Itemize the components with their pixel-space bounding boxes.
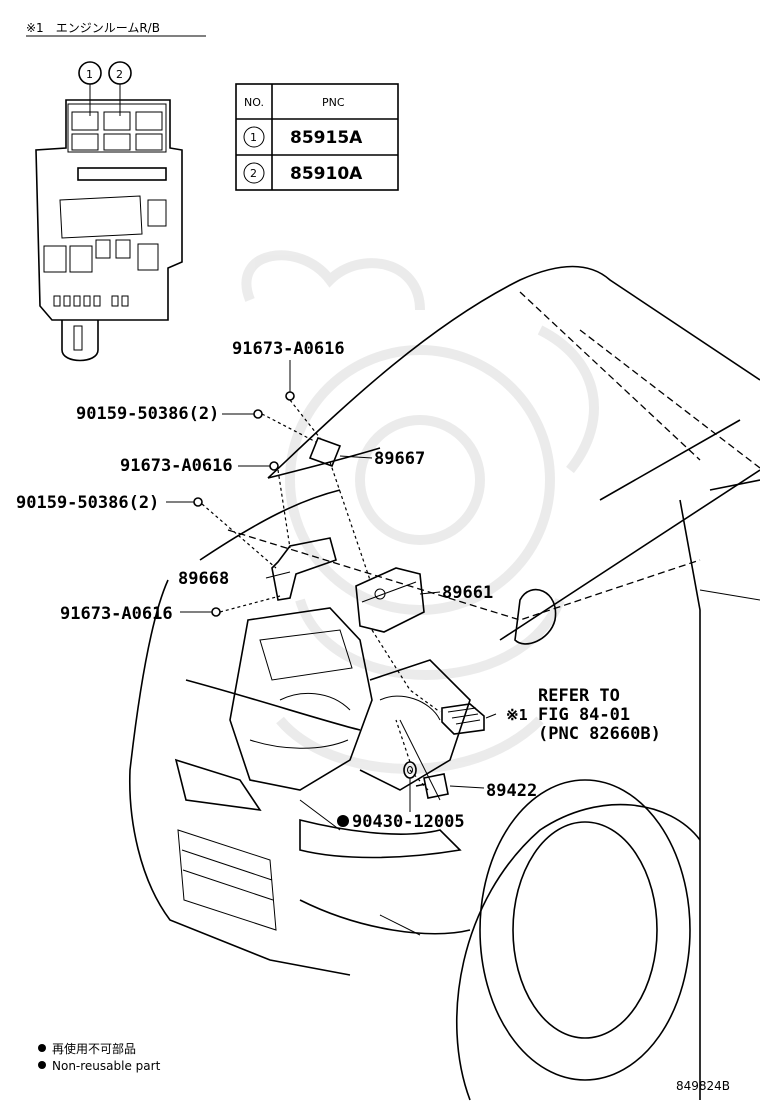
refer-mark: ※1 [506,706,528,724]
table-row-2-pnc: 85910A [290,164,363,184]
label-91673-mid: 91673-A0616 [120,456,233,476]
table-header-no: NO. [244,96,264,109]
label-89668: 89668 [178,569,229,589]
label-90159-upper: 90159-50386(2) [76,404,219,424]
table-row-2-no: 2 [250,167,257,180]
label-89667: 89667 [374,449,425,469]
bracket-89667-shape [308,436,342,468]
header-title: ※1 エンジンルームR/B [26,21,160,35]
label-89422: 89422 [486,781,537,801]
non-reusable-dot [337,815,349,827]
table-header-pnc: PNC [322,96,345,109]
refer-line-1: REFER TO [538,686,620,706]
table-row-1-pnc: 85915A [290,128,363,148]
vehicle-illustration [128,265,760,1101]
legend-dot-1 [38,1044,46,1052]
ecu-89661-shape [355,567,425,633]
refer-line-3: (PNC 82660B) [538,724,661,744]
label-91673-top: 91673-A0616 [232,339,345,359]
legend-dot-2 [38,1061,46,1069]
sensor-89422-shape [415,773,449,799]
relay-callout-1: 1 [86,68,93,81]
label-91673-low: 91673-A0616 [60,604,173,624]
label-90430: 90430-12005 [352,812,465,832]
relay-box-small-shape [441,703,485,735]
refer-line-2: FIG 84-01 [538,705,630,725]
watermark-logo [241,250,599,774]
relay-box-illustration: 1 2 [35,61,183,362]
legend-en: Non-reusable part [52,1059,161,1073]
label-89661: 89661 [442,583,493,603]
figure-id: 849824B [676,1079,730,1093]
legend-jp: 再使用不可部品 [52,1041,136,1056]
bracket-89668-shape [271,537,337,601]
table-row-1-no: 1 [250,131,257,144]
label-90159-lower: 90159-50386(2) [16,493,159,513]
leader-lines [166,360,497,812]
relay-callout-2: 2 [116,68,123,81]
pnc-table: NO. PNC 1 85915A 2 85910A [235,83,399,191]
